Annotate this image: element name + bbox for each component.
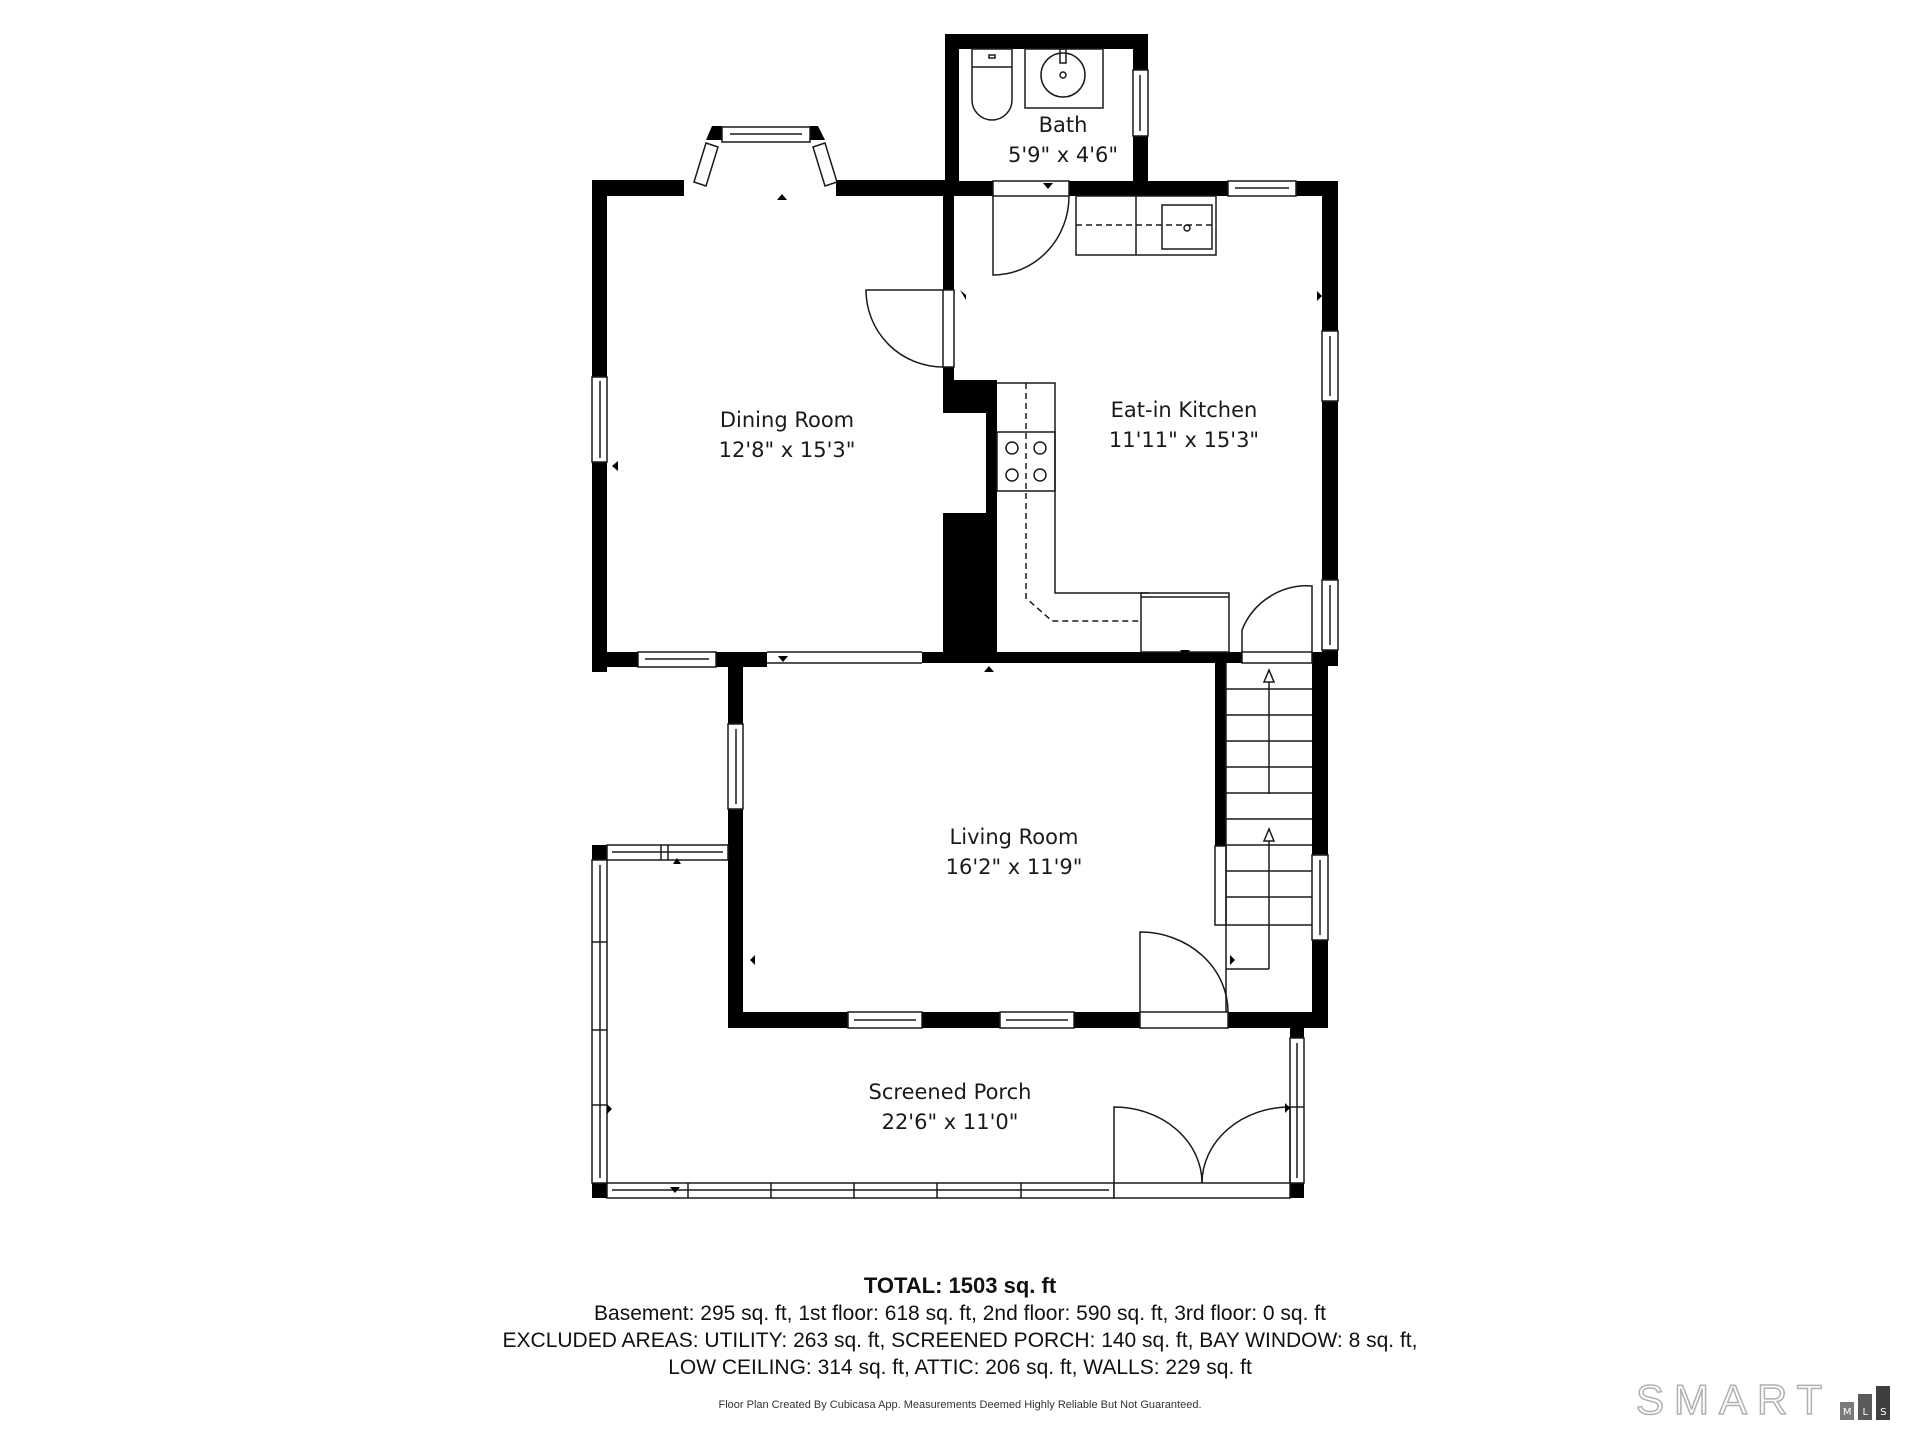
room-label-porch: Screened Porch 22'6" x 11'0": [869, 1077, 1032, 1137]
marker-icons: [607, 183, 1327, 1193]
room-name: Living Room: [949, 825, 1079, 849]
logo-bars: M L S: [1840, 1386, 1891, 1420]
total-area: TOTAL: 1503 sq. ft: [863, 1273, 1057, 1298]
room-name: Screened Porch: [868, 1080, 1032, 1104]
fixtures: [971, 48, 1312, 1012]
room-dims: 22'6" x 11'0": [881, 1110, 1019, 1134]
room-dims: 16'2" x 11'9": [945, 855, 1083, 879]
area-summary: TOTAL: 1503 sq. ft Basement: 295 sq. ft,…: [0, 1272, 1920, 1411]
logo-bar-l: L: [1858, 1394, 1873, 1420]
room-label-kitchen: Eat-in Kitchen 11'11" x 15'3": [1109, 395, 1259, 455]
room-label-dining: Dining Room 12'8" x 15'3": [719, 405, 856, 465]
room-dims: 11'11" x 15'3": [1108, 428, 1260, 452]
logo-bar-s: S: [1876, 1386, 1891, 1420]
floor-areas: Basement: 295 sq. ft, 1st floor: 618 sq.…: [594, 1302, 1326, 1325]
room-label-living: Living Room 16'2" x 11'9": [946, 822, 1083, 882]
excluded-areas-2: LOW CEILING: 314 sq. ft, ATTIC: 206 sq. …: [668, 1356, 1252, 1379]
room-dims: 12'8" x 15'3": [718, 438, 856, 462]
logo-word: SMART: [1635, 1376, 1833, 1423]
smartmls-logo: SMART M L S: [1635, 1376, 1891, 1423]
room-name: Bath: [1038, 113, 1088, 137]
room-dims: 5'9" x 4'6": [1007, 143, 1119, 167]
disclaimer: Floor Plan Created By Cubicasa App. Meas…: [718, 1399, 1202, 1411]
room-name: Eat-in Kitchen: [1110, 398, 1258, 422]
room-label-bath: Bath 5'9" x 4'6": [1008, 110, 1118, 170]
room-name: Dining Room: [719, 408, 855, 432]
windows: [591, 69, 1339, 1199]
excluded-areas-1: EXCLUDED AREAS: UTILITY: 263 sq. ft, SCR…: [502, 1329, 1418, 1352]
logo-bar-m: M: [1840, 1402, 1855, 1420]
